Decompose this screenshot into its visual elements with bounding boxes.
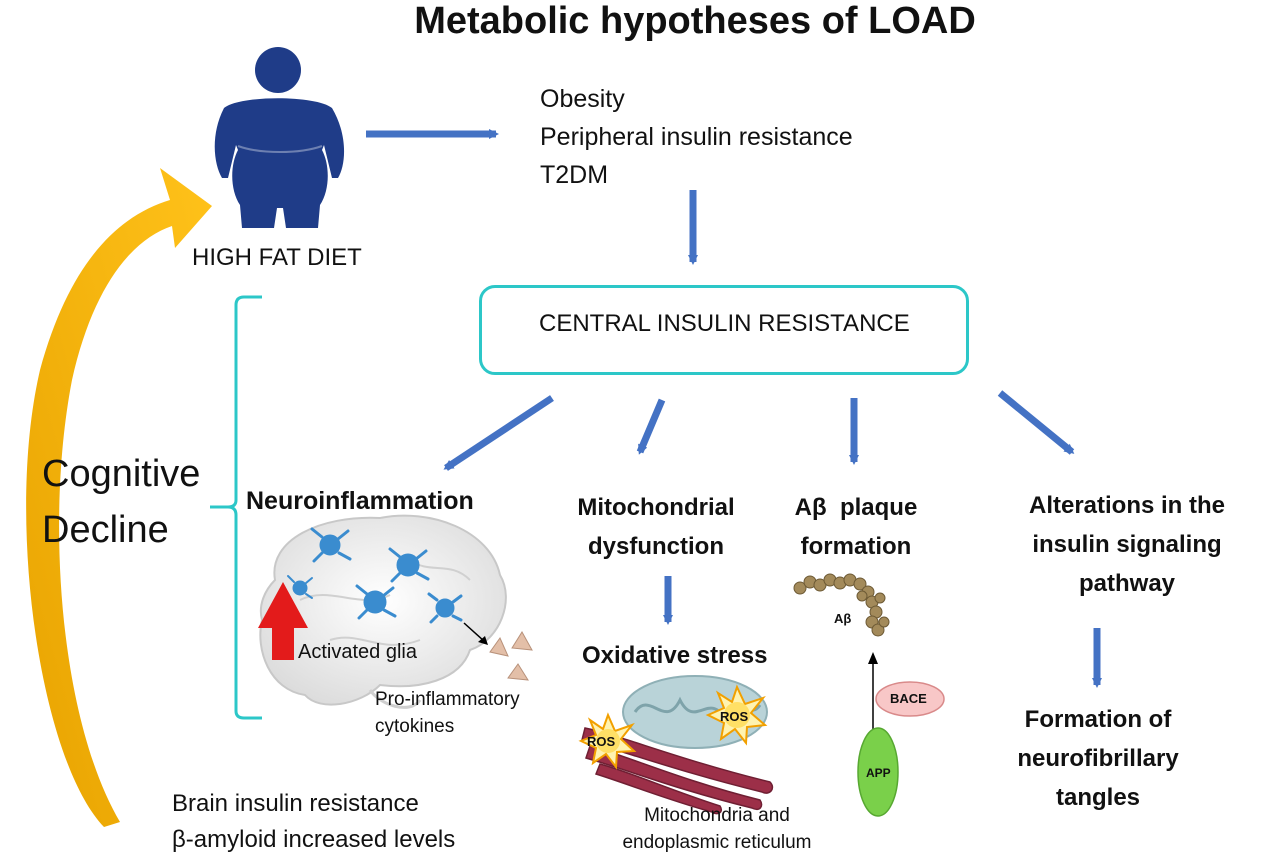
abeta-title: Aβ plaque formation	[776, 488, 936, 566]
cognitive-bracket	[210, 295, 262, 720]
bace-label: BACE	[890, 691, 927, 706]
oxidative-stress-label: Oxidative stress	[582, 642, 768, 669]
list-item: Obesity	[540, 85, 625, 113]
neuroinflammation-title: Neuroinflammation	[246, 487, 474, 515]
summary-line: Brain insulin resistance	[172, 790, 419, 817]
caption-line: Mitochondria and	[644, 805, 790, 826]
systemic-conditions-list: Obesity Peripheral insulin resistance T2…	[540, 80, 853, 194]
glia-to-cytokines-arrow	[463, 622, 485, 642]
arrow-central-to-neuroinflammation	[443, 395, 554, 471]
cytokines-line: cytokines	[375, 716, 455, 737]
page-title: Metabolic hypotheses of LOAD	[414, 0, 976, 42]
title-line: insulin signaling	[1032, 531, 1222, 558]
endoplasmic-reticulum-illustration	[581, 727, 774, 815]
title-line: Aβ plaque	[794, 494, 918, 521]
bace-badge	[875, 681, 945, 717]
feedback-arrow	[26, 168, 212, 827]
cytokines-line: Pro-inflammatory	[375, 689, 520, 710]
title-line: Mitochondrial	[577, 494, 735, 521]
app-to-abeta-arrowhead	[868, 652, 878, 664]
obese-person-icon	[214, 47, 345, 228]
abeta-small-label: Aβ	[834, 611, 852, 626]
activated-glia-label: Activated glia	[298, 641, 417, 663]
mitochondria-caption: Mitochondria and endoplasmic reticulum	[597, 802, 837, 856]
title-line: Alterations in the	[1028, 492, 1226, 519]
ros-label-left: ROS	[587, 734, 616, 749]
arrow-central-to-mitochondrial	[636, 398, 666, 455]
tangles-label: Formation of neurofibrillary tangles	[988, 700, 1208, 817]
summary-line: β-amyloid increased levels	[172, 826, 456, 853]
title-line: formation	[800, 533, 912, 560]
app-label: APP	[866, 766, 891, 780]
arrow-central-to-signaling	[997, 390, 1075, 455]
outcome-line: tangles	[1055, 784, 1141, 811]
cytokine-icons	[489, 631, 533, 681]
ros-burst-left-icon	[578, 712, 637, 770]
diet-label: HIGH FAT DIET	[192, 244, 362, 271]
central-label: CENTRAL INSULIN RESISTANCE	[539, 310, 910, 337]
title-line: pathway	[1078, 570, 1176, 597]
activated-glia-icon	[287, 527, 463, 624]
signaling-title: Alterations in the insulin signaling pat…	[1002, 486, 1252, 603]
cognitive-decline-label: Cognitive Decline	[42, 446, 200, 558]
ros-label-right: ROS	[720, 709, 749, 724]
list-item: Peripheral insulin resistance	[540, 123, 853, 151]
brain-insulin-summary: Brain insulin resistance β-amyloid incre…	[172, 786, 455, 858]
cognitive-line: Cognitive	[42, 453, 201, 495]
outcome-line: neurofibrillary	[1017, 745, 1179, 772]
central-insulin-resistance-box: CENTRAL INSULIN RESISTANCE	[479, 285, 969, 375]
abeta-aggregate-illustration	[793, 573, 890, 637]
mitochondrial-title: Mitochondrial dysfunction	[556, 488, 756, 566]
decline-line: Decline	[42, 509, 169, 551]
list-item: T2DM	[540, 161, 609, 189]
title-line: dysfunction	[588, 533, 724, 560]
glia-to-cytokines-arrowhead	[478, 636, 488, 645]
caption-line: endoplasmic reticulum	[622, 832, 812, 853]
outcome-line: Formation of	[1024, 706, 1172, 733]
increase-arrow-icon	[258, 582, 308, 660]
app-protein-illustration	[857, 727, 899, 817]
cytokines-label: Pro-inflammatory cytokines	[375, 686, 520, 740]
ros-burst-right-icon	[705, 684, 768, 746]
